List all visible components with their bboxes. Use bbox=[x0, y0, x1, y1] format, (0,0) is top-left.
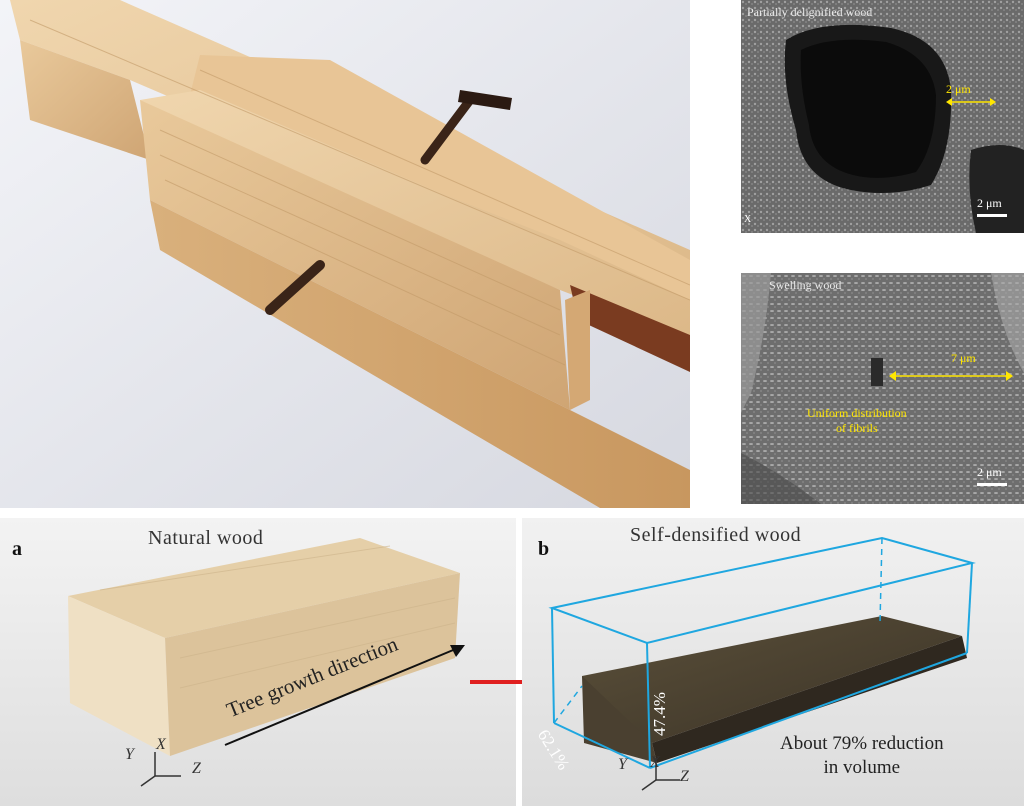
axes-icon bbox=[140, 752, 181, 787]
wood-joint-photo bbox=[0, 0, 690, 508]
axis-y-label: Y bbox=[125, 746, 134, 763]
sem-texture-swelling bbox=[741, 273, 1024, 504]
axis-z-label-b: Z bbox=[680, 768, 689, 785]
growth-direction-arrow-icon bbox=[224, 645, 465, 746]
axis-x-label: X bbox=[156, 736, 166, 753]
sem-image-swelling: Swelling wood 7 μm Uniform distribution … bbox=[741, 273, 1024, 504]
sem-measure-delignified: 2 μm bbox=[946, 82, 971, 97]
measure-label: 2 μm bbox=[946, 82, 971, 96]
densified-wood-image bbox=[522, 518, 1024, 806]
scale-bar bbox=[977, 214, 1007, 217]
volume-reduction-note: About 79% reduction in volume bbox=[780, 732, 944, 780]
sem-title-delignified: Partially delignified wood bbox=[747, 5, 873, 19]
wood-joint-image bbox=[0, 0, 690, 508]
sem-title-swelling: Swelling wood bbox=[769, 278, 842, 292]
scale-bar bbox=[977, 483, 1007, 486]
axis-x-label-b: X bbox=[650, 754, 660, 771]
measure-arrow-swelling-icon bbox=[889, 371, 1013, 381]
reduction-line-2: in volume bbox=[823, 757, 901, 778]
panel-a-natural-wood: a Natural wood Tree growth direction Y X… bbox=[0, 518, 516, 806]
axis-y-label-b: Y bbox=[618, 756, 627, 773]
sem-scale-swelling: 2 μm bbox=[977, 465, 1002, 479]
panel-b-densified-wood: b Self-densified wood 47.4% 62.1% About … bbox=[522, 518, 1024, 806]
sem-corner-mark: X bbox=[744, 214, 752, 225]
sem-image-delignified: Partially delignified wood 2 μm 2 μm X bbox=[741, 0, 1024, 233]
annotation-line-2: of fibrils bbox=[836, 421, 878, 435]
panel-letter-a: a bbox=[12, 538, 22, 560]
measure-arrow-icon bbox=[946, 98, 996, 106]
sem-measure-swelling: 7 μm bbox=[951, 351, 976, 365]
axis-z-label: Z bbox=[192, 760, 201, 777]
panel-letter-b: b bbox=[538, 538, 550, 560]
sem-scale-delignified: 2 μm bbox=[977, 196, 1002, 210]
axes-icon-b bbox=[641, 758, 680, 791]
height-percent-label: 47.4% bbox=[650, 692, 669, 736]
sem-annotation-swelling: Uniform distribution of fibrils bbox=[807, 406, 907, 436]
reduction-line-1: About 79% reduction bbox=[780, 733, 944, 754]
annotation-line-1: Uniform distribution bbox=[807, 406, 907, 420]
panel-b-title: Self-densified wood bbox=[630, 524, 802, 546]
natural-wood-block-image bbox=[0, 518, 516, 806]
sem-texture-delignified bbox=[741, 0, 1024, 233]
panel-a-title: Natural wood bbox=[148, 527, 264, 549]
